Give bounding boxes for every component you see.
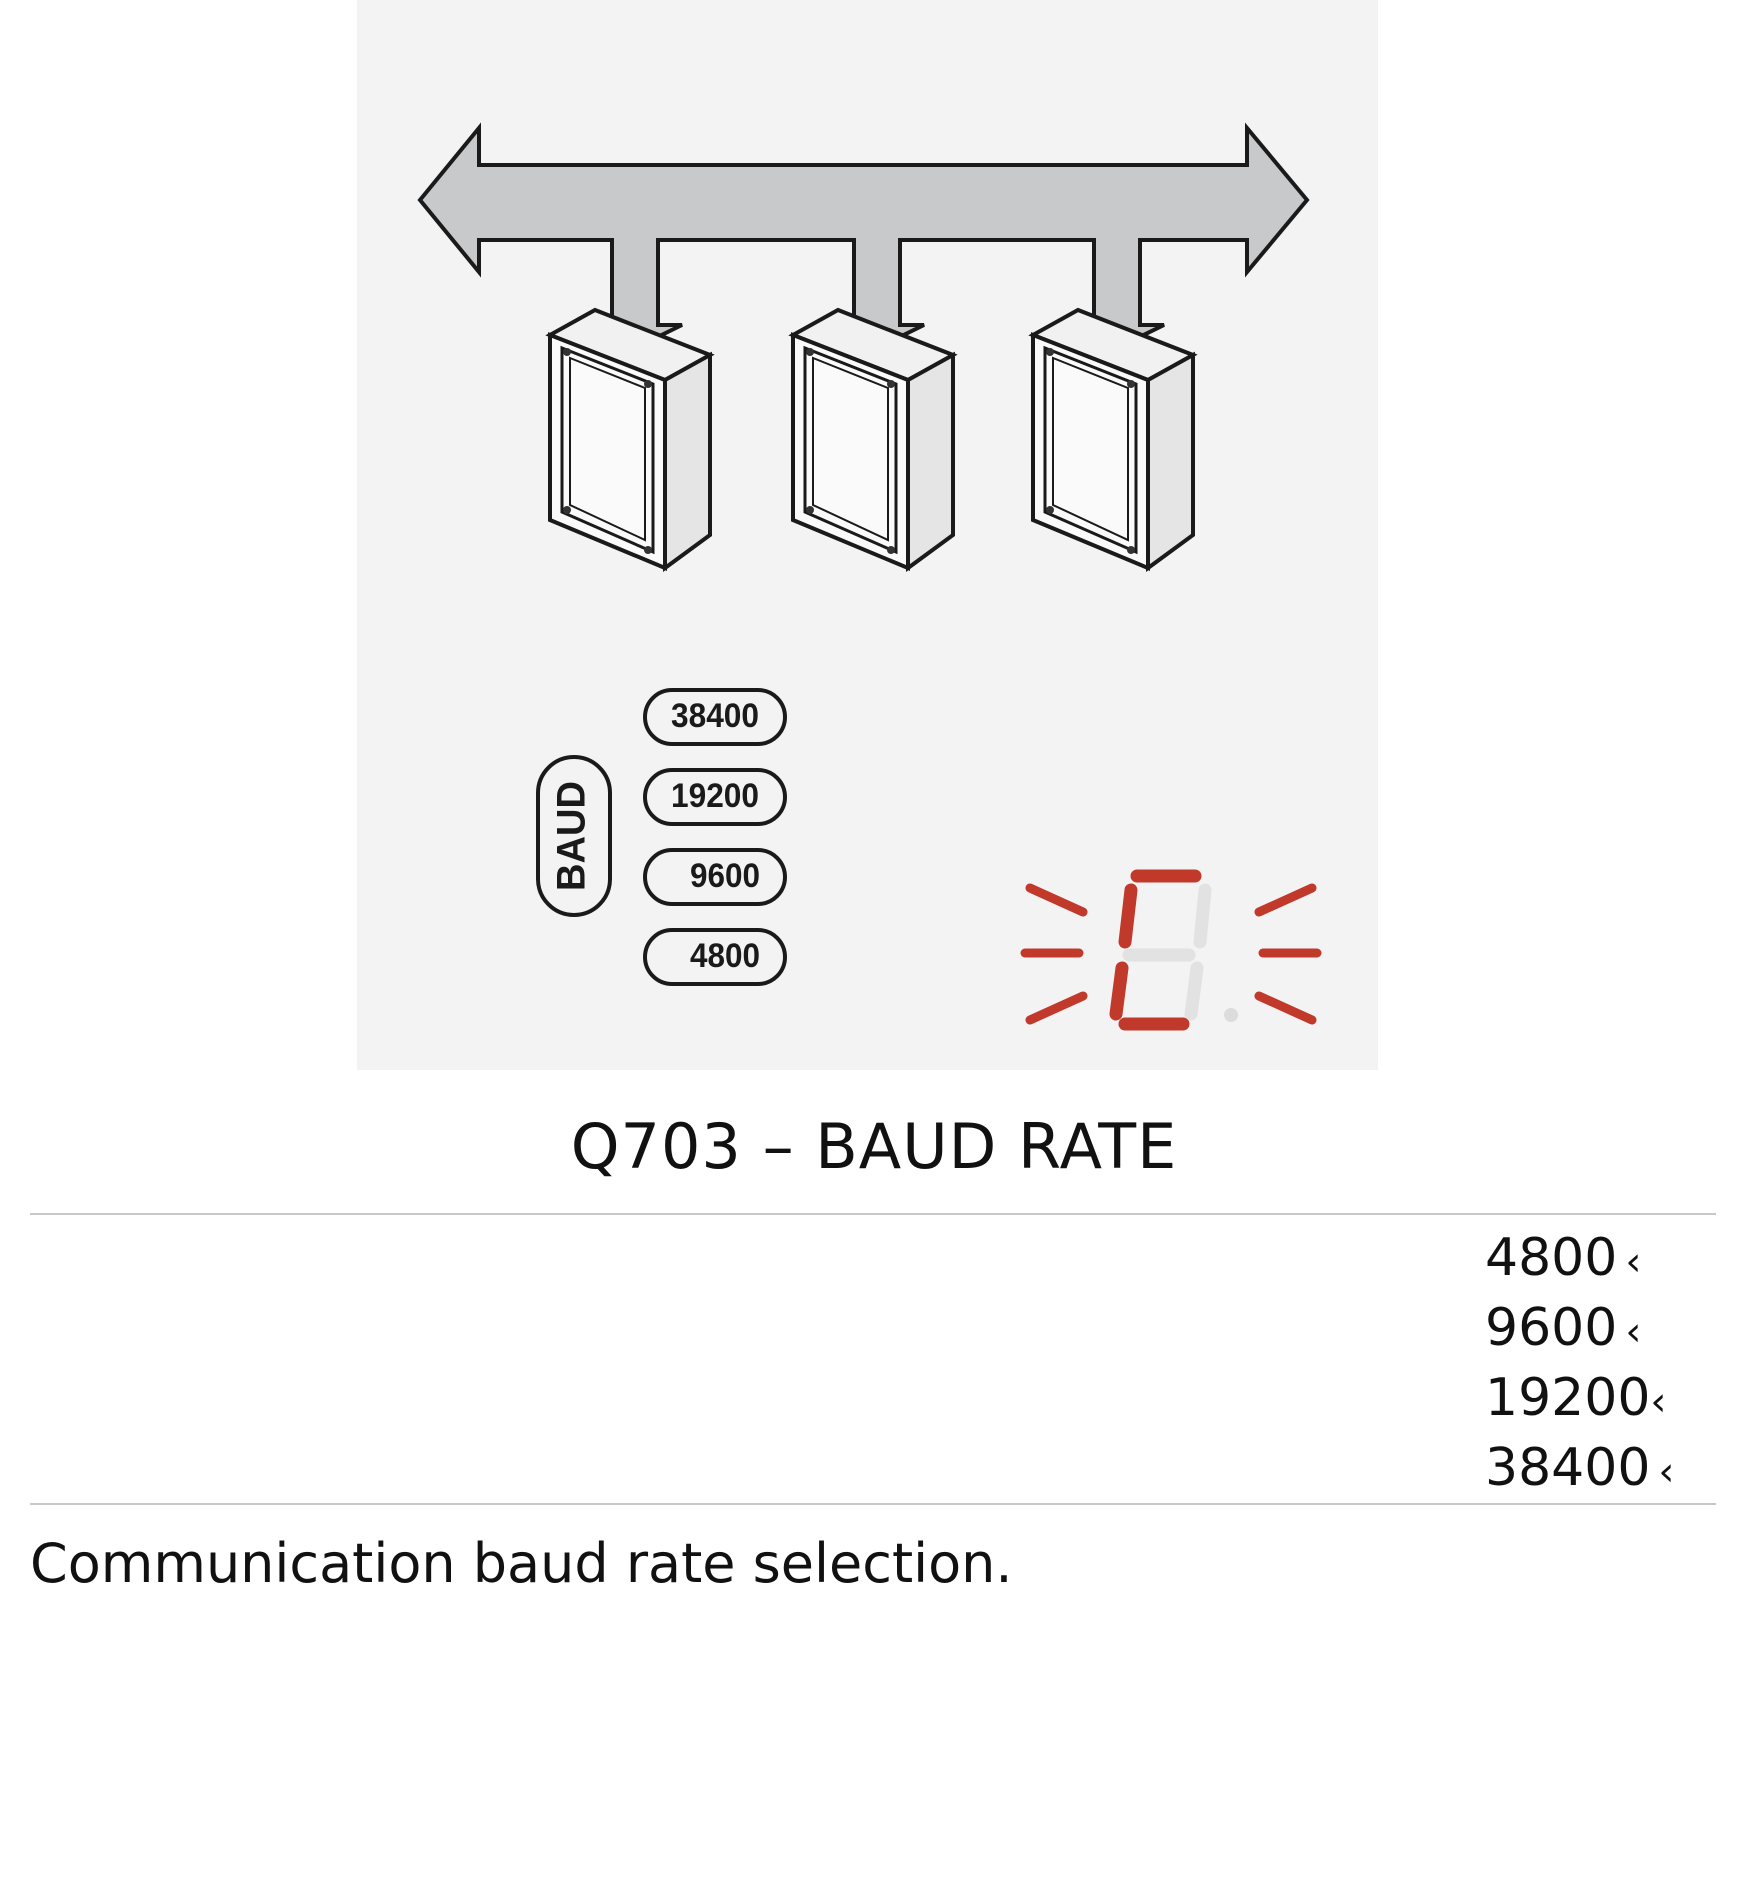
seven-segment-display (1020, 869, 1322, 1031)
svg-text:19200: 19200 (671, 777, 759, 815)
device-3 (1028, 307, 1198, 572)
page-title: Q703 – BAUD RATE (570, 1110, 1178, 1183)
digit-segments (1109, 869, 1238, 1031)
network-diagram: BAUD 38400 19200 9600 4800 (417, 122, 1322, 1031)
description-text: Communication baud rate selection. (30, 1532, 1013, 1595)
divider-bottom (30, 1503, 1716, 1505)
device-2 (788, 307, 958, 572)
option-9600: 9600‹ (1485, 1298, 1642, 1358)
baud-button-38400[interactable]: 38400 (643, 688, 787, 746)
option-19200: 19200‹ (1485, 1368, 1667, 1428)
svg-text:4800: 4800 (690, 937, 760, 975)
svg-text:38400: 38400 (671, 697, 759, 735)
divider-top (30, 1213, 1716, 1215)
device-1 (545, 307, 715, 572)
option-marker: ‹ (1650, 1379, 1667, 1425)
diagram-figure: BAUD 38400 19200 9600 4800 (357, 0, 1378, 1070)
baud-button-4800[interactable]: 4800 (643, 928, 787, 986)
blink-rays (1020, 883, 1322, 1025)
baud-button-9600[interactable]: 9600 (643, 848, 787, 906)
option-marker: ‹ (1625, 1239, 1642, 1285)
option-marker: ‹ (1658, 1449, 1675, 1495)
bus-arrow (417, 122, 1310, 351)
baud-label: BAUD (550, 781, 594, 891)
option-38400: 38400‹ (1485, 1438, 1675, 1498)
baud-button-19200[interactable]: 19200 (643, 768, 787, 826)
baud-rate-options: 4800‹ 9600‹ 19200‹ 38400‹ (1485, 1225, 1674, 1505)
svg-text:9600: 9600 (690, 857, 760, 895)
option-marker: ‹ (1625, 1309, 1642, 1355)
baud-label-pill: BAUD (536, 755, 612, 917)
option-4800: 4800‹ (1485, 1228, 1642, 1288)
